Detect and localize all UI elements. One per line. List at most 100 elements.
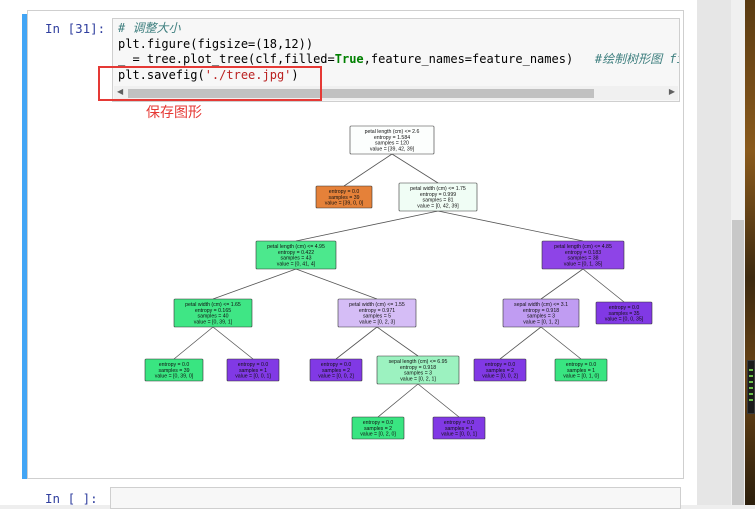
tree-node-box	[255, 240, 337, 270]
tree-edge	[376, 326, 419, 357]
tree-node-text: samples = 2	[486, 368, 514, 374]
highlight-box	[98, 66, 322, 101]
tree-node-box	[349, 125, 435, 155]
tree-node-text: entropy = 0.165	[195, 308, 231, 314]
tree-node-box	[502, 298, 580, 328]
tree-node-text: samples = 38	[568, 256, 599, 262]
scroll-left-icon[interactable]: ◀	[117, 87, 124, 96]
tree-node-text: samples = 43	[281, 256, 312, 262]
tree-edge	[540, 326, 582, 360]
code-string-path: './tree.jpg'	[204, 67, 292, 82]
tree-node-text: petal width (cm) <= 1.75	[410, 186, 466, 192]
tree-edge	[173, 326, 214, 360]
tree-node-box	[351, 416, 405, 440]
horizontal-scroll-thumb[interactable]	[128, 89, 594, 98]
tree-node-text: sepal length (cm) <= 6.95	[389, 359, 448, 365]
tree-node-text: value = [39, 42, 39]	[370, 147, 415, 153]
code-line-plot-tree-a: _ = tree.plot_tree(clf,filled=	[118, 52, 335, 66]
tree-node-text: value = [0, 0, 1]	[441, 432, 477, 438]
vertical-scrollbar[interactable]	[731, 0, 745, 505]
tree-node-box	[554, 358, 608, 382]
code-comment-plot: #绘制树形图 fi	[594, 52, 680, 66]
tree-node-text: entropy = 0.918	[523, 308, 559, 314]
input-prompt: In [31]:	[45, 21, 106, 36]
tree-node-box	[309, 358, 363, 382]
tree-node-text: entropy = 0.0	[566, 362, 597, 368]
tree-node-box	[315, 185, 373, 209]
tree-node-text: samples = 1	[239, 368, 267, 374]
tree-edge	[540, 268, 584, 300]
code-editor[interactable]: # 调整大小 plt.figure(figsize=(18,12)) _ = t…	[112, 18, 680, 102]
tree-node-text: samples = 81	[423, 198, 454, 204]
tree-node-text: value = [0, 1, 35]	[564, 262, 603, 268]
annotation-label: 保存图形	[146, 104, 202, 120]
tree-node-text: petal length (cm) <= 4.85	[554, 244, 612, 250]
tree-node-text: value = [0, 0, 2]	[482, 374, 518, 380]
tree-node-box	[173, 298, 253, 328]
tree-edge	[212, 268, 297, 300]
tree-node-text: value = [0, 0, 2]	[318, 374, 354, 380]
code-line-plot-tree-b: ,feature_names=feature_names)	[363, 52, 595, 66]
code-keyword-true: True	[334, 52, 364, 66]
tree-node-text: petal width (cm) <= 1.65	[185, 302, 241, 308]
tree-node-box	[432, 416, 486, 440]
tree-node-text: samples = 120	[375, 141, 409, 147]
tree-node-text: samples = 2	[364, 426, 392, 432]
tree-node-text: entropy = 0.0	[321, 362, 352, 368]
tree-node-box	[398, 182, 478, 212]
empty-code-cell[interactable]	[110, 487, 681, 509]
scroll-right-icon[interactable]: ▶	[668, 87, 675, 96]
tree-node-box	[226, 358, 280, 382]
tree-node-text: entropy = 0.0	[329, 189, 360, 195]
code-text[interactable]: # 调整大小 plt.figure(figsize=(18,12)) _ = t…	[118, 21, 680, 83]
tree-node-box	[376, 355, 460, 385]
tree-node-text: samples = 35	[609, 311, 640, 317]
tree-node-text: entropy = 0.0	[238, 362, 269, 368]
desktop-widget-icon	[747, 360, 755, 414]
tree-edge	[391, 153, 439, 184]
tree-node-text: value = [0, 2, 1]	[400, 377, 436, 383]
tree-node-text: entropy = 0.0	[363, 420, 394, 426]
horizontal-scrollbar[interactable]: ◀ ▶	[114, 86, 678, 100]
code-line-savefig-b: )	[291, 67, 299, 82]
tree-node-text: samples = 39	[159, 368, 190, 374]
tree-node-box	[473, 358, 527, 382]
tree-node-text: value = [0, 39, 1]	[194, 320, 233, 326]
tree-node-text: samples = 2	[322, 368, 350, 374]
tree-node-box	[144, 358, 204, 382]
tree-node-text: petal length (cm) <= 2.6	[365, 129, 420, 135]
tree-node-text: value = [0, 42, 39]	[417, 204, 459, 210]
selected-cell-indicator	[22, 14, 27, 479]
tree-node-text: value = [39, 0, 0]	[325, 201, 364, 207]
tree-node-text: entropy = 0.183	[565, 250, 601, 256]
tree-node-text: samples = 40	[198, 314, 229, 320]
code-comment: # 调整大小	[118, 21, 181, 35]
tree-edge	[417, 383, 460, 418]
tree-node-text: entropy = 0.0	[609, 305, 640, 311]
tree-edge	[582, 268, 625, 303]
tree-node-text: sepal width (cm) <= 3.1	[514, 302, 568, 308]
tree-node-text: value = [0, 2, 0]	[360, 432, 396, 438]
vertical-scroll-thumb[interactable]	[732, 220, 744, 505]
tree-node-box	[595, 301, 653, 325]
tree-node-text: value = [0, 1, 2]	[523, 320, 559, 326]
tree-edge	[335, 326, 378, 360]
tree-node-text: samples = 3	[404, 371, 432, 377]
next-input-prompt: In [ ]:	[45, 491, 98, 506]
tree-node-text: samples = 3	[527, 314, 555, 320]
tree-node-box	[541, 240, 625, 270]
tree-node-text: value = [0, 1, 0]	[563, 374, 599, 380]
tree-node-text: petal width (cm) <= 1.55	[349, 302, 405, 308]
